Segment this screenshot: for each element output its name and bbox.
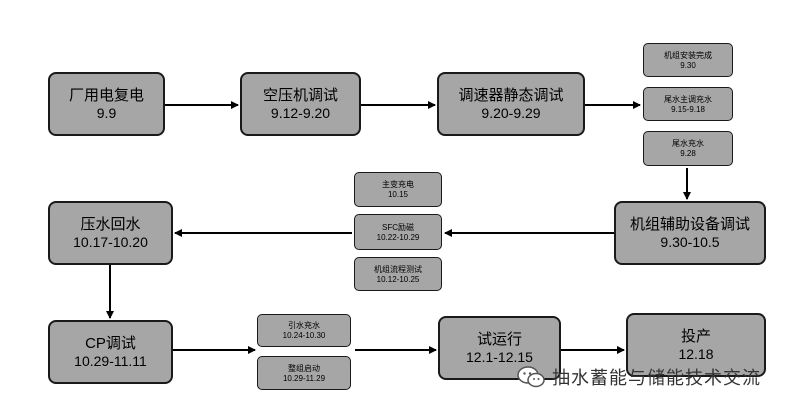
node-compressor: 空压机调试 9.12-9.20 (240, 72, 361, 136)
node-title: 机组流程测试 (374, 264, 422, 274)
node-date: 9.20-9.29 (481, 105, 541, 121)
node-title: SFC励磁 (382, 222, 414, 232)
node-date: 9.30-10.5 (660, 234, 720, 250)
node-tail-fill: 尾水充水 9.28 (643, 131, 733, 166)
node-date: 9.15-9.18 (671, 104, 705, 114)
node-date: 10.12-10.25 (376, 274, 420, 284)
node-date: 10.15 (387, 190, 409, 199)
node-date: 10.29-11.11 (74, 353, 147, 369)
node-date: 12.1-12.15 (466, 349, 533, 365)
node-title: 尾水主调充水 (664, 94, 712, 104)
wechat-icon (517, 366, 545, 388)
node-date: 12.18 (678, 346, 714, 362)
node-title: 尾水充水 (672, 139, 704, 148)
node-main-transformer: 主变充电 10.15 (354, 172, 442, 207)
node-date: 9.30 (680, 60, 696, 70)
node-date: 10.24-10.30 (282, 331, 326, 340)
node-sfc: SFC励磁 10.22-10.29 (354, 214, 442, 250)
node-intake-fill: 引水充水 10.24-10.30 (257, 314, 351, 347)
node-unit-start: 整组启动 10.29-11.29 (257, 356, 351, 390)
node-date: 9.28 (680, 149, 696, 158)
node-cp-test: CP调试 10.29-11.11 (48, 320, 173, 384)
node-title: 机组辅助设备调试 (629, 216, 750, 233)
node-title: 调速器静态调试 (458, 87, 564, 104)
watermark: 抽水蓄能与储能技术交流 (516, 364, 761, 390)
node-backwater: 压水回水 10.17-10.20 (48, 201, 173, 265)
node-date: 10.29-11.29 (282, 373, 326, 383)
node-unit-install: 机组安装完成 9.30 (643, 43, 733, 77)
node-title: 压水回水 (80, 216, 141, 233)
node-title: 空压机调试 (262, 87, 338, 104)
node-commission: 投产 12.18 (626, 313, 766, 377)
node-title: 主变充电 (382, 180, 414, 189)
node-title: 投产 (680, 328, 711, 345)
node-title: 整组启动 (288, 363, 320, 373)
node-date: 10.17-10.20 (73, 234, 148, 250)
node-date: 9.12-9.20 (270, 105, 331, 121)
node-title: 机组安装完成 (664, 50, 712, 60)
node-title: CP调试 (85, 335, 136, 352)
node-title: 试运行 (476, 331, 522, 348)
watermark-text: 抽水蓄能与储能技术交流 (552, 368, 761, 389)
node-date: 9.9 (96, 105, 117, 121)
node-governor: 调速器静态调试 9.20-9.29 (437, 72, 585, 136)
node-process-test: 机组流程测试 10.12-10.25 (354, 257, 442, 291)
node-auxiliary: 机组辅助设备调试 9.30-10.5 (614, 201, 766, 265)
node-tailgate-fill: 尾水主调充水 9.15-9.18 (643, 87, 733, 121)
node-date: 10.22-10.29 (376, 232, 420, 242)
node-title: 引水充水 (288, 321, 320, 330)
node-trial-run: 试运行 12.1-12.15 (438, 316, 561, 380)
node-title: 厂用电复电 (68, 87, 144, 104)
node-power-restore: 厂用电复电 9.9 (48, 72, 165, 136)
